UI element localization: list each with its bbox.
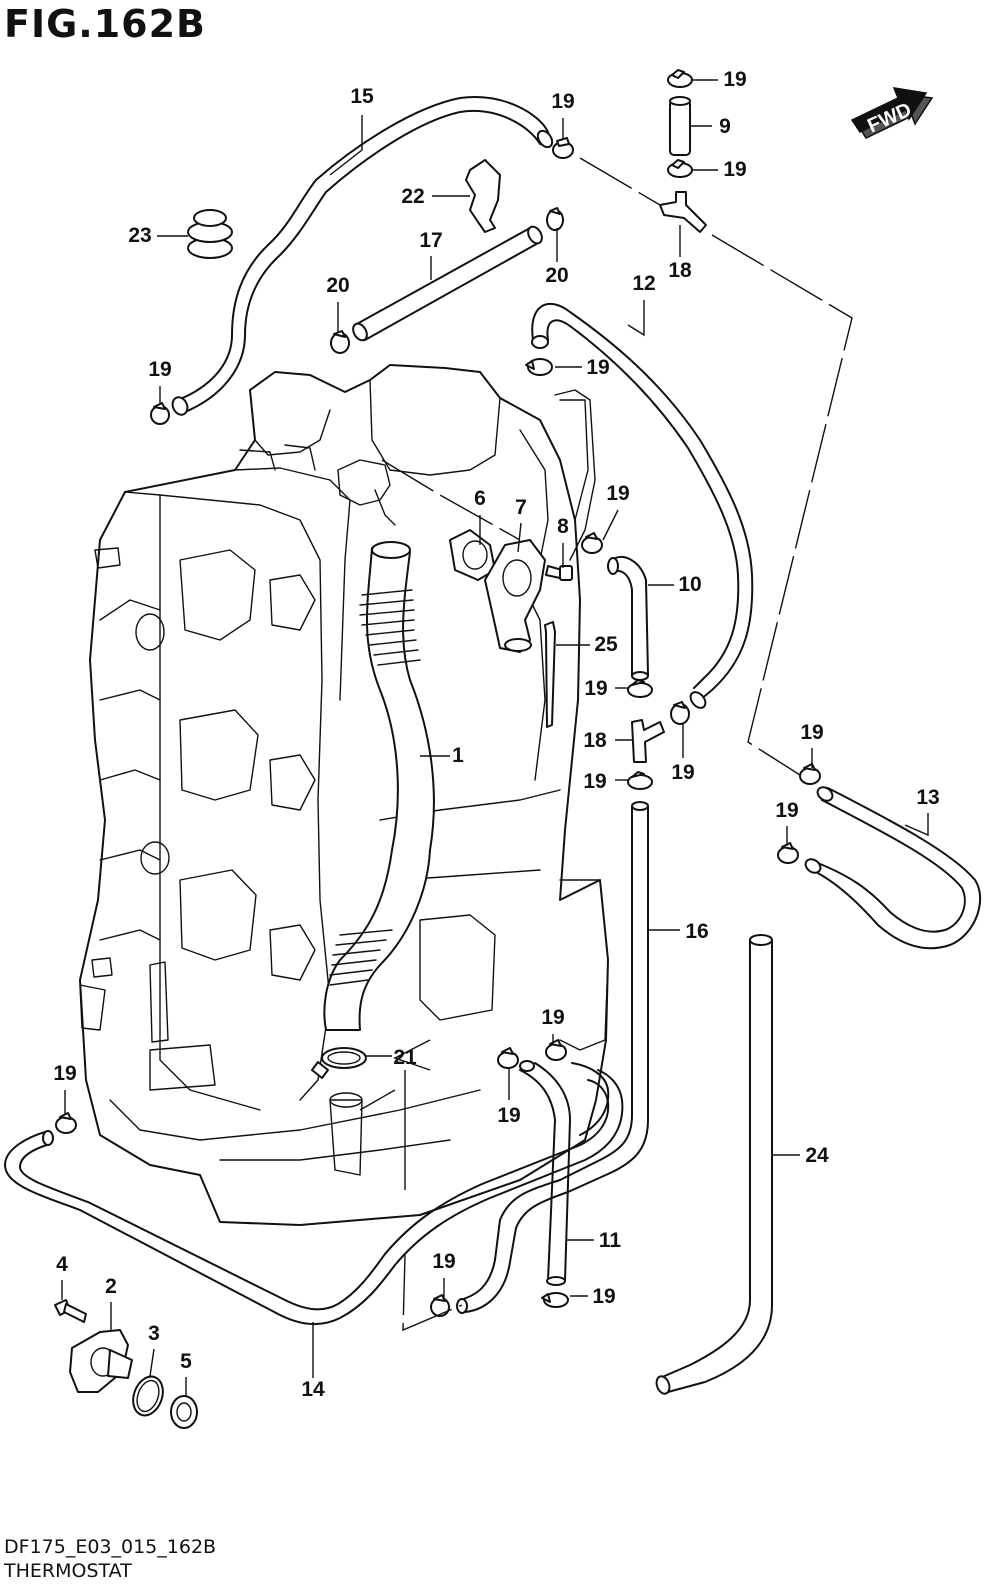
routing-line [579, 157, 853, 776]
callout-c3: 3 [148, 1322, 160, 1345]
routing-line [402, 1254, 463, 1332]
callout-c12: 12 [632, 272, 655, 295]
callout-c19f: 19 [606, 482, 629, 505]
part-12-hose [531, 302, 754, 709]
callout-c19i: 19 [671, 761, 694, 784]
callout-c21: 21 [393, 1046, 417, 1069]
clamp-icon [627, 771, 653, 790]
clamp-icon [667, 69, 693, 88]
part-25-cable-tie [544, 621, 556, 728]
clamp-icon [150, 402, 170, 425]
routing-line [381, 459, 521, 541]
footer: DF175_E03_015_162B THERMOSTAT [4, 1535, 216, 1583]
callout-c25: 25 [594, 633, 618, 656]
callout-c15a: 15 [350, 85, 374, 108]
part-16-hose [456, 801, 649, 1314]
callout-c19k: 19 [775, 799, 798, 822]
callout-c10: 10 [678, 573, 701, 596]
clamp-icon [497, 1047, 519, 1069]
callout-c18b: 18 [583, 729, 607, 752]
callout-c1: 1 [452, 744, 464, 767]
callout-c19n: 19 [497, 1104, 520, 1127]
part-21-clamp [311, 1047, 367, 1079]
clamp-icon [667, 159, 693, 178]
callout-c19c: 19 [723, 158, 746, 181]
callout-c24: 24 [805, 1144, 829, 1167]
part-22-clip [465, 159, 501, 233]
callout-c19g: 19 [584, 677, 607, 700]
part-11-hose [519, 1060, 610, 1286]
part-14-hose [4, 1069, 624, 1326]
part-2-cover [69, 1329, 133, 1393]
part-17-hose [352, 225, 543, 342]
clamp-icon [541, 1292, 569, 1308]
part-23-grommet [187, 209, 233, 259]
callout-c7: 7 [515, 496, 527, 519]
clamp-icon [55, 1112, 77, 1134]
clamp-icon [330, 330, 350, 354]
callout-c19m: 19 [53, 1062, 76, 1085]
callout-c16: 16 [685, 920, 708, 943]
callout-c14: 14 [301, 1378, 325, 1401]
callout-c20a: 20 [545, 264, 568, 287]
part-8-bolt [545, 565, 573, 581]
part-5-thermostat-seal [170, 1395, 198, 1429]
part-24-hose [655, 934, 773, 1395]
callout-c6: 6 [474, 487, 486, 510]
callout-c19l: 19 [541, 1006, 564, 1029]
callout-c9: 9 [719, 115, 731, 138]
callout-c23: 23 [128, 224, 151, 247]
part-18-joint-mid [631, 719, 665, 763]
callout-c4: 4 [56, 1253, 68, 1276]
callout-c19j: 19 [583, 770, 606, 793]
callout-c19h: 19 [800, 721, 823, 744]
clamp-icon [670, 701, 690, 725]
part-3-o-ring [132, 1375, 164, 1417]
fwd-arrow-icon: FWD [850, 87, 934, 139]
callout-c2: 2 [105, 1275, 117, 1298]
part-10-hose [607, 555, 649, 681]
clamp-icon [546, 207, 564, 231]
callout-c19b: 19 [723, 68, 746, 91]
callout-c19o: 19 [432, 1250, 455, 1273]
engine-block [79, 364, 609, 1226]
clamp-icon [545, 1039, 567, 1061]
callout-c19e: 19 [148, 358, 171, 381]
part-13-hose [804, 786, 982, 950]
clamp-icon [525, 358, 553, 376]
part-7-thermostat-cover [484, 539, 546, 653]
callout-c13: 13 [916, 786, 939, 809]
clamp-icon [799, 763, 821, 785]
callout-c18a: 18 [668, 259, 692, 282]
part-4-bolt [54, 1299, 87, 1323]
callout-c5: 5 [180, 1350, 192, 1373]
clamp-icon [552, 137, 574, 159]
part-19-clamps [55, 69, 821, 1317]
callout-c19p: 19 [592, 1285, 615, 1308]
clamp-icon [627, 679, 653, 698]
part-1-thermostat-hose [323, 541, 435, 1031]
callout-c17: 17 [419, 229, 442, 252]
footer-code: DF175_E03_015_162B [4, 1536, 217, 1558]
callout-c8: 8 [557, 515, 569, 538]
part-9-hose [669, 96, 691, 156]
leader-lines [61, 79, 929, 1396]
callout-c19d: 19 [586, 356, 609, 379]
callout-c20b: 20 [326, 274, 349, 297]
part-18-joint-top [659, 191, 707, 233]
footer-name: THERMOSTAT [4, 1560, 132, 1582]
figure-title: FIG.162B [4, 2, 207, 46]
callout-c19a: 19 [551, 90, 574, 113]
callout-c11: 11 [599, 1229, 622, 1252]
clamp-icon [777, 842, 799, 864]
clamp-icon [581, 532, 603, 554]
clamp-icon [430, 1294, 450, 1317]
callout-c22: 22 [401, 185, 424, 208]
part-15-hose [171, 96, 554, 416]
